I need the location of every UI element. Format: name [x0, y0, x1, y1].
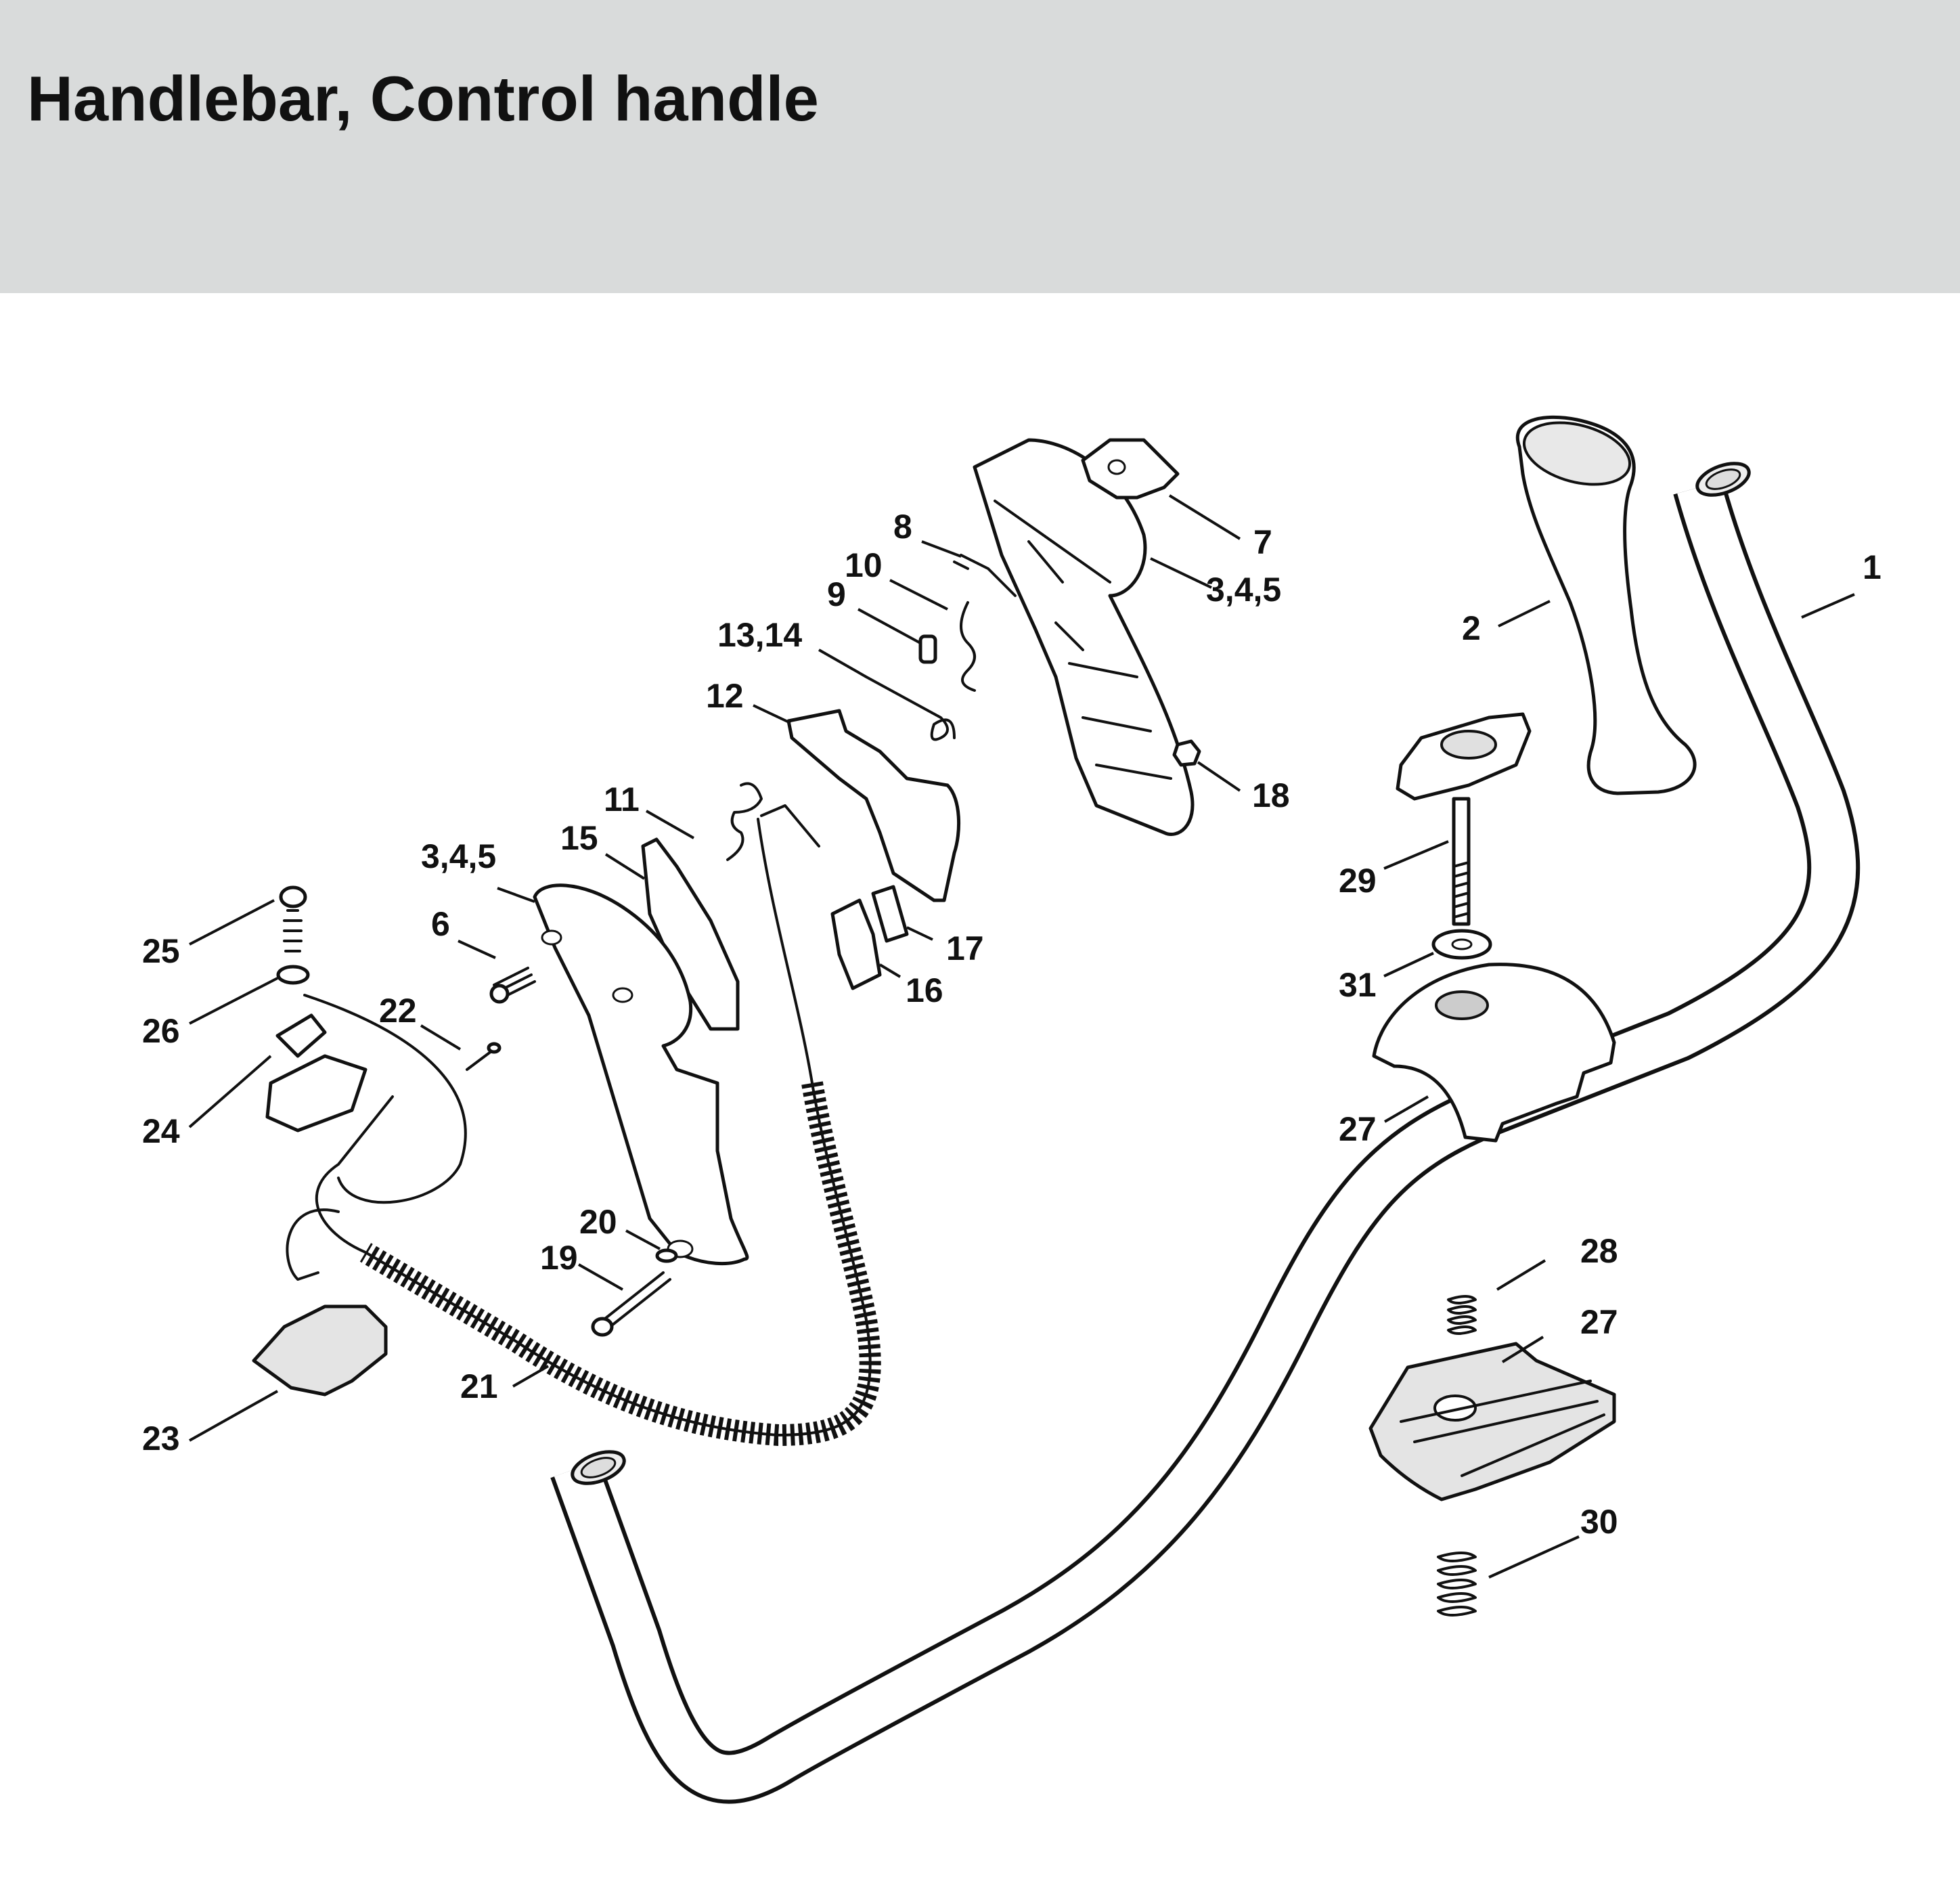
- callout-2: 2: [1462, 609, 1481, 647]
- throttle-knob: [1081, 438, 1180, 500]
- callout-1: 1: [1863, 548, 1881, 586]
- callout-10: 10: [845, 546, 883, 584]
- clamp-screw: [1452, 797, 1471, 926]
- handle-housing-right: [973, 438, 1195, 836]
- callout-3-4-5-lower: 3,4,5: [421, 837, 496, 875]
- callout-20: 20: [579, 1203, 617, 1241]
- callout-28: 28: [1580, 1232, 1618, 1270]
- handle-grip: [1515, 415, 1697, 795]
- callouts: 1 2 3,4,5 3,4,5 6 7 8 9 10 11 12 13,14 1…: [142, 508, 1881, 1541]
- callout-13-14: 13,14: [717, 616, 802, 654]
- callout-12: 12: [706, 677, 744, 715]
- title-banner: [0, 0, 1960, 293]
- callout-26: 26: [142, 1012, 180, 1050]
- washer: [276, 965, 310, 985]
- callout-11: 11: [604, 781, 640, 818]
- cable-bracket: [252, 1304, 388, 1397]
- callout-23: 23: [142, 1420, 180, 1457]
- clamp-washer: [1431, 929, 1492, 960]
- clamp-lower: [1368, 1342, 1616, 1501]
- handlebar-tube: [550, 462, 1861, 1804]
- callout-6: 6: [431, 905, 450, 943]
- callout-27-lower: 27: [1580, 1303, 1618, 1341]
- callout-29: 29: [1339, 862, 1377, 900]
- callout-24: 24: [142, 1112, 180, 1150]
- housing-screw: [489, 967, 536, 1004]
- rear-screw: [279, 885, 307, 952]
- callout-19: 19: [540, 1239, 578, 1277]
- hex-nut: [1172, 739, 1201, 767]
- leader-lines: [188, 494, 1855, 1579]
- page-title: Handlebar, Control handle: [27, 63, 819, 134]
- callout-8: 8: [893, 508, 912, 546]
- callout-16: 16: [906, 971, 943, 1009]
- clamp-knob: [1396, 712, 1532, 801]
- callout-30: 30: [1580, 1503, 1618, 1541]
- terminal-block: [265, 1013, 368, 1133]
- callout-22: 22: [379, 992, 417, 1030]
- callout-25: 25: [142, 932, 180, 970]
- callout-9: 9: [827, 575, 846, 613]
- throttle-cable: [286, 804, 881, 1447]
- small-spring-parts: [865, 554, 1017, 741]
- callout-30-31: 31: [1339, 966, 1377, 1004]
- clamp-upper: [1372, 963, 1616, 1143]
- callout-15: 15: [560, 819, 598, 857]
- callout-17: 17: [946, 929, 984, 967]
- switch-parts: [830, 885, 909, 990]
- spring-small: [1447, 1295, 1477, 1335]
- callout-7: 7: [1253, 523, 1272, 561]
- callout-18: 18: [1252, 776, 1290, 814]
- spring-large: [1437, 1552, 1477, 1617]
- long-screw: [591, 1248, 678, 1337]
- trigger-spring: [726, 782, 763, 861]
- callout-3-4-5-upper: 3,4,5: [1206, 571, 1281, 609]
- callout-21: 21: [460, 1367, 498, 1405]
- small-pin: [466, 1042, 502, 1071]
- callout-27-upper: 27: [1339, 1110, 1377, 1148]
- throttle-trigger: [786, 709, 960, 902]
